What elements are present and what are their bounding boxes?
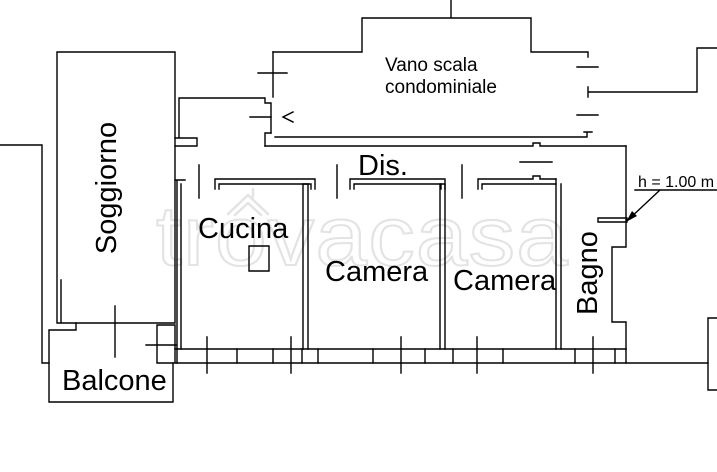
stairwell-landing: [587, 47, 717, 98]
window-jambs: [176, 348, 627, 364]
balcone-walls: [48, 322, 177, 403]
watermark: trovacasa: [155, 187, 569, 284]
right-exterior-wall: [597, 145, 628, 350]
height-annotation: h = 1.00 m: [626, 174, 717, 222]
stair-step-marks: [576, 66, 599, 133]
annotation-arrowhead: [626, 211, 637, 222]
outer-boundary: [0, 144, 50, 364]
watermark-text: trovacasa: [156, 189, 569, 283]
stairwell-walls: [272, 0, 717, 133]
low-wall-ledge: [597, 217, 628, 223]
entrance-door-swing: [249, 111, 294, 123]
entrance-walls: [178, 51, 294, 138]
soggiorno-walls: [56, 51, 176, 358]
room-labels: Vano scala condominiale Dis. Cucina Came…: [62, 55, 604, 397]
watermark-house-roof-icon: [226, 187, 270, 217]
bottom-right-structure: [707, 317, 717, 391]
balcone-door-pier: [145, 324, 177, 363]
kitchen-flue: [248, 245, 270, 272]
corridor-door-marks: [198, 164, 463, 199]
height-note-label: h = 1.00 m: [638, 174, 714, 191]
room-label-bagno: Bagno: [572, 231, 604, 315]
room-label-cucina: Cucina: [198, 213, 289, 245]
room-label-soggiorno: Soggiorno: [91, 122, 123, 254]
room-label-camera-2: Camera: [453, 265, 557, 297]
room-label-camera-1: Camera: [325, 256, 429, 288]
room-label-vano-scala-line2: condominiale: [385, 77, 497, 98]
room-label-vano-scala-line1: Vano scala: [385, 55, 478, 76]
room-label-balcone: Balcone: [62, 365, 167, 397]
window-center-marks: [206, 336, 594, 374]
bottom-wall-and-windows: [156, 336, 709, 374]
dividing-walls: [174, 178, 562, 350]
room-label-dis: Dis.: [358, 150, 408, 182]
corridor-walls: [174, 132, 627, 199]
